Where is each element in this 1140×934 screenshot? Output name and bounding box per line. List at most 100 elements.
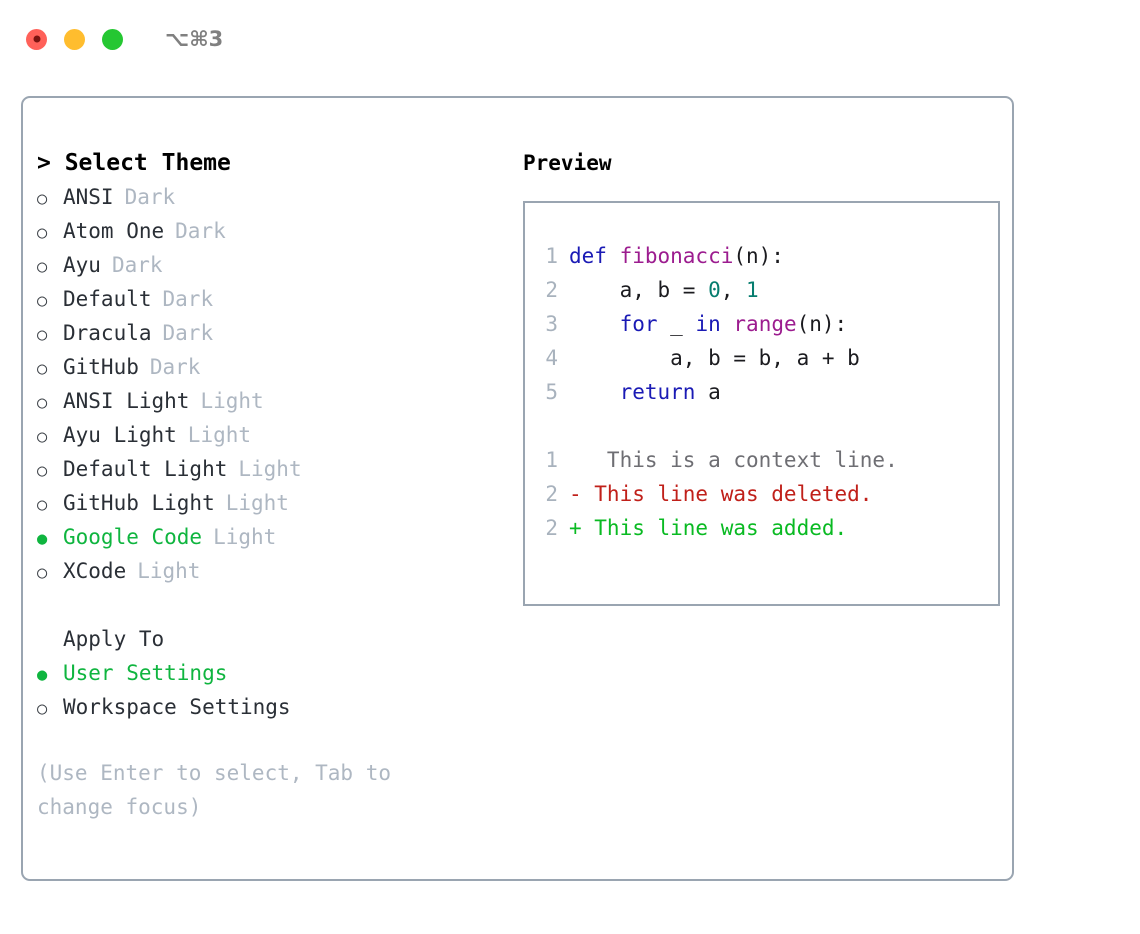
- code-line-content: return a: [569, 375, 721, 409]
- apply-to-option-label: Workspace Settings: [63, 695, 291, 719]
- radio-unselected-icon: ○: [37, 359, 48, 379]
- code-token-id: [721, 312, 734, 336]
- theme-variant-badge: Light: [200, 389, 264, 413]
- radio-unselected-icon: ○: [37, 325, 48, 345]
- select-theme-prompt: > Select Theme: [37, 150, 231, 176]
- apply-to-option-list[interactable]: ● User Settings ○ Workspace Settings: [37, 656, 503, 724]
- maximize-window-icon[interactable]: [102, 28, 123, 50]
- radio-selected-icon: ●: [37, 665, 48, 685]
- code-line: 5 return a: [525, 375, 998, 409]
- code-line-number: 5: [545, 380, 558, 404]
- radio-unselected-icon: ○: [37, 393, 48, 413]
- theme-option-default[interactable]: ○ Default Dark: [37, 282, 503, 316]
- theme-option-label: GitHub Light: [63, 491, 215, 515]
- theme-option-label: Atom One: [63, 219, 165, 243]
- diff-line-context: 1 This is a context line.: [525, 443, 998, 477]
- diff-line-content: - This line was deleted.: [569, 482, 873, 506]
- apply-to-option-workspace-settings[interactable]: ○ Workspace Settings: [37, 690, 503, 724]
- code-token-fn: fibonacci: [619, 244, 734, 268]
- theme-option-atom-one[interactable]: ○ Atom One Dark: [37, 214, 503, 248]
- apply-to-option-user-settings[interactable]: ● User Settings: [37, 656, 503, 690]
- radio-unselected-icon: ○: [37, 257, 48, 277]
- theme-option-ayu[interactable]: ○ Ayu Dark: [37, 248, 503, 282]
- diff-line-deleted: 2 - This line was deleted.: [525, 477, 998, 511]
- theme-variant-badge: Light: [137, 559, 201, 583]
- diff-line-number: 2: [545, 482, 558, 506]
- theme-variant-badge: Dark: [149, 355, 201, 379]
- preview-title: Preview: [523, 151, 612, 175]
- code-token-num: 0: [708, 278, 721, 302]
- code-line-content: a, b = 0, 1: [569, 273, 759, 307]
- code-line: 2 a, b = 0, 1: [525, 273, 998, 307]
- theme-variant-badge: Dark: [162, 287, 214, 311]
- apply-to-option-label: User Settings: [63, 661, 228, 685]
- radio-unselected-icon: ○: [37, 223, 48, 243]
- diff-sample: 1 This is a context line. 2 - This line wa…: [525, 443, 998, 545]
- diff-line-content: + This line was added.: [569, 516, 848, 540]
- theme-option-label: Google Code: [63, 525, 203, 549]
- theme-option-label: XCode: [63, 559, 127, 583]
- theme-variant-badge: Light: [225, 491, 289, 515]
- keyboard-shortcut-label: ⌥⌘3: [165, 27, 224, 51]
- traffic-light-group: [26, 28, 123, 50]
- theme-option-default-light[interactable]: ○ Default Light Light: [37, 452, 503, 486]
- theme-option-label: Default Light: [63, 457, 228, 481]
- code-line-number: 2: [545, 278, 558, 302]
- code-token-id: ,: [720, 278, 747, 302]
- code-token-id: a, b = b, a + b: [569, 346, 860, 370]
- theme-variant-badge: Light: [238, 457, 302, 481]
- theme-option-ansi-light[interactable]: ○ ANSI Light Light: [37, 384, 503, 418]
- diff-line-content: This is a context line.: [569, 448, 898, 472]
- code-line-number: 1: [545, 244, 558, 268]
- close-window-icon[interactable]: [26, 28, 47, 50]
- section-divider: [37, 588, 503, 622]
- code-line: 4 a, b = b, a + b: [525, 341, 998, 375]
- theme-variant-badge: Dark: [175, 219, 226, 243]
- radio-unselected-icon: ○: [37, 189, 48, 209]
- theme-variant-badge: Dark: [111, 253, 163, 277]
- code-token-id: a: [695, 380, 721, 404]
- theme-variant-badge: Dark: [124, 185, 176, 209]
- code-token-id: a, b =: [569, 278, 709, 302]
- theme-option-xcode[interactable]: ○ XCode Light: [37, 554, 503, 588]
- diff-line-number: 1: [545, 448, 558, 472]
- code-token-id: [569, 380, 620, 404]
- code-line-content: a, b = b, a + b: [569, 341, 860, 375]
- code-token-kw: return: [619, 380, 696, 404]
- theme-option-label: ANSI Light: [63, 389, 190, 413]
- diff-line-added: 2+ This line was added.: [525, 511, 998, 545]
- theme-variant-badge: Light: [213, 525, 277, 549]
- radio-unselected-icon: ○: [37, 291, 48, 311]
- radio-unselected-icon: ○: [37, 461, 48, 481]
- code-token-kw: for: [619, 312, 658, 336]
- code-line-number: 3: [545, 312, 558, 336]
- apply-to-header: Apply To: [63, 627, 165, 651]
- code-token-kw: def: [569, 244, 620, 268]
- theme-variant-badge: Light: [187, 423, 252, 447]
- theme-option-label: Default: [63, 287, 152, 311]
- minimize-window-icon[interactable]: [64, 28, 85, 50]
- radio-unselected-icon: ○: [37, 699, 48, 719]
- code-line: 1 def fibonacci(n):: [525, 239, 998, 273]
- theme-option-label: Ayu Light: [63, 423, 177, 447]
- radio-unselected-icon: ○: [37, 563, 48, 583]
- theme-option-github-light[interactable]: ○ GitHub Light Light: [37, 486, 503, 520]
- code-line-content: def fibonacci(n):: [569, 239, 784, 273]
- code-token-id: [569, 312, 620, 336]
- theme-option-label: Ayu: [63, 253, 101, 277]
- code-diff-spacer: [525, 409, 998, 443]
- code-line-number: 4: [545, 346, 558, 370]
- radio-unselected-icon: ○: [37, 495, 48, 515]
- code-token-fn: range: [733, 312, 797, 336]
